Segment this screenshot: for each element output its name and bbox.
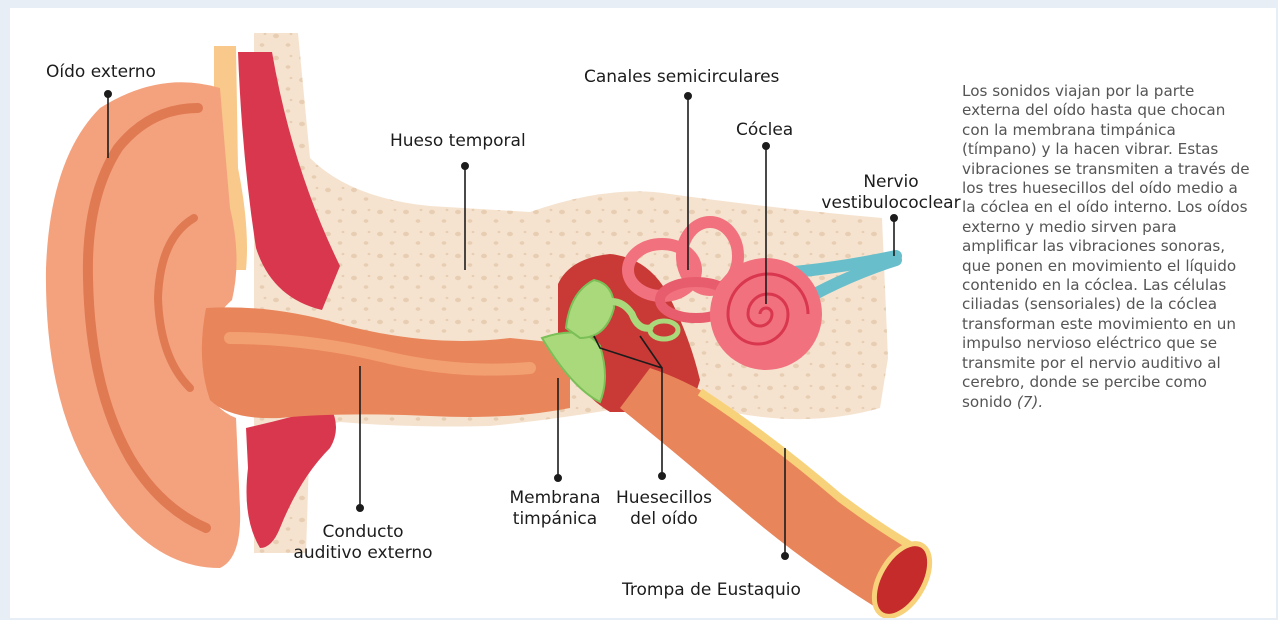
pointer-temporal-bone-dot	[462, 163, 468, 169]
pointer-semicircular-canals-dot	[685, 93, 691, 99]
label-eardrum-line-2: timpánica	[498, 509, 612, 530]
pointer-cochlea-dot	[763, 143, 769, 149]
label-ossicles: Huesecillos del oído	[606, 488, 722, 530]
label-semicircular-canals: Canales semicirculares	[584, 67, 779, 88]
description-paragraph: Los sonidos viajan por la parte externa …	[962, 82, 1252, 412]
label-ossicles-line-1: Huesecillos	[606, 488, 722, 509]
label-vestibulocochlear-nerve: Nervio vestibulococlear	[814, 172, 968, 214]
label-ossicles-line-2: del oído	[606, 509, 722, 530]
figure-page: Oído externo Hueso temporal Canales semi…	[10, 8, 1276, 618]
label-ear-canal-line-1: Conducto	[278, 522, 448, 543]
label-ear-canal: Conducto auditivo externo	[278, 522, 448, 564]
pointer-ear-canal-dot	[357, 505, 363, 511]
label-temporal-bone: Hueso temporal	[390, 131, 526, 152]
pointer-nerve-dot	[891, 215, 897, 221]
label-eustachian-tube: Trompa de Eustaquio	[622, 580, 801, 601]
label-outer-ear: Oído externo	[46, 62, 156, 83]
label-cochlea: Cóclea	[736, 120, 793, 141]
label-eardrum-line-1: Membrana	[498, 488, 612, 509]
label-nerve-line-1: Nervio	[814, 172, 968, 193]
pointer-ossicles-dot	[659, 473, 665, 479]
ear-anatomy-diagram	[10, 8, 960, 618]
description-citation: (7).	[1017, 393, 1043, 411]
label-eardrum: Membrana timpánica	[498, 488, 612, 530]
pointer-outer-ear-dot	[105, 91, 111, 97]
pointer-eustachian-dot	[782, 553, 788, 559]
pointer-eardrum-dot	[555, 475, 561, 481]
label-ear-canal-line-2: auditivo externo	[278, 543, 448, 564]
label-nerve-line-2: vestibulococlear	[814, 193, 968, 214]
description-text: Los sonidos viajan por la parte externa …	[962, 82, 1250, 411]
